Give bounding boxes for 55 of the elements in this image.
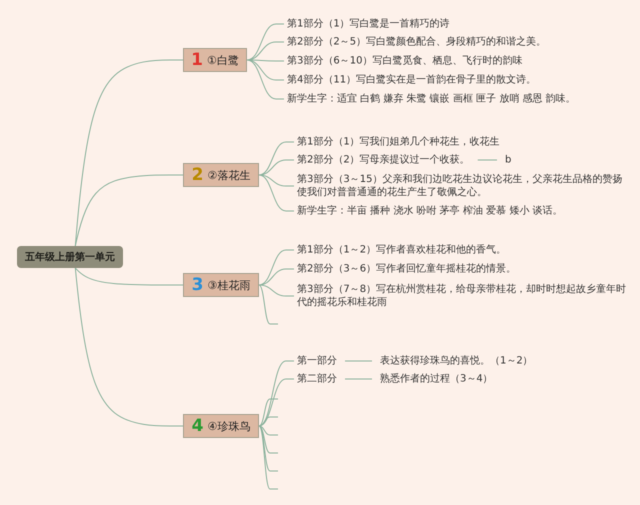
subtopic-text: 熟悉作者的过程（3～4） xyxy=(380,372,493,386)
branch-line xyxy=(258,426,278,472)
subtopic-text: 表达获得珍珠鸟的喜悦。（1～2） xyxy=(380,354,533,368)
central-topic-box: 五年级上册第一单元 xyxy=(17,246,123,268)
branch-line xyxy=(74,268,184,426)
topic-number: 2 xyxy=(192,166,204,184)
subtopic-text: 第1部分（1）写我们姐弟几个种花生，收花生 xyxy=(297,136,500,148)
subtopic-text: 第2部分（2～5）写白鹭颜色配合、身段精巧的和谐之美。 xyxy=(287,36,546,48)
topic-label: ②落花生 xyxy=(207,168,250,182)
branch-line xyxy=(74,268,184,286)
topic-number: 4 xyxy=(192,418,204,434)
branch-line xyxy=(246,60,284,80)
topic-number: 1 xyxy=(191,52,203,68)
branch-line xyxy=(258,426,278,436)
branch-line xyxy=(258,398,278,426)
branch-line xyxy=(246,42,284,60)
subtopic-text: 第1部分（1）写白鹭是一首精巧的诗 xyxy=(287,18,450,30)
subtopic-text: 第4部分（11）写白鹭实在是一首韵在骨子里的散文诗。 xyxy=(287,74,536,86)
topic-box xyxy=(183,48,247,72)
subtopic-text: 新学生字：适宜 白鹤 嫌弃 朱鹭 镶嵌 画框 匣子 放哨 感恩 韵味。 xyxy=(287,92,576,106)
branch-line xyxy=(258,160,294,176)
subtopic-text: 第2部分（2）写母亲提议过一个收获。 xyxy=(297,154,470,166)
topic-label: ③桂花雨 xyxy=(207,278,250,292)
subtopic-text: 第1部分（1～2）写作者喜欢桂花和他的香气。 xyxy=(297,244,506,256)
branch-line xyxy=(258,426,278,454)
subtopic-text: 第3部分（7～8）写在杭州赏桂花，给母亲带桂花，却时时想起故乡童年时代的摇花乐和桂花雨 xyxy=(297,283,632,309)
branch-line xyxy=(258,416,278,426)
subtopic-text: 第二部分 xyxy=(297,372,337,386)
topic-label: ①白鹭 xyxy=(206,52,239,68)
branch-line xyxy=(258,174,294,212)
branch-line xyxy=(74,174,184,246)
branch-line xyxy=(258,426,278,490)
topic-box xyxy=(183,273,259,297)
branch-line xyxy=(258,142,294,176)
subtopic-text: 第3部分（6～10）写白鹭觅食、栖息、飞行时的韵味 xyxy=(287,54,522,68)
subtopic-text: b xyxy=(505,154,512,166)
branch-line xyxy=(258,284,294,296)
subtopic-text: 新学生字：半亩 播种 浇水 吩咐 茅亭 榨油 爱慕 矮小 谈话。 xyxy=(297,204,562,218)
topic-label: ④珍珠鸟 xyxy=(207,418,250,434)
branch-line xyxy=(246,24,284,60)
subtopic-text: 第3部分（3～15）父亲和我们边吃花生边议论花生，父亲花生品格的赞扬使我们对普普通通的花生产生了敬佩之心。 xyxy=(297,173,632,199)
branch-line xyxy=(258,378,294,426)
branch-line xyxy=(74,60,184,246)
branch-line xyxy=(258,268,294,286)
connector-line xyxy=(344,360,372,362)
subtopic-text: 第2部分（3～6）写作者回忆童年摇桂花的情景。 xyxy=(297,262,516,276)
branch-line xyxy=(246,60,284,100)
topic-box xyxy=(183,163,259,187)
connector-line xyxy=(344,378,372,380)
branch-line xyxy=(258,174,294,186)
subtopic-text: 第一部分 xyxy=(297,354,337,368)
topic-number: 3 xyxy=(192,276,204,294)
branch-line xyxy=(258,250,294,286)
topic-box xyxy=(183,414,259,438)
branch-line xyxy=(258,284,278,324)
